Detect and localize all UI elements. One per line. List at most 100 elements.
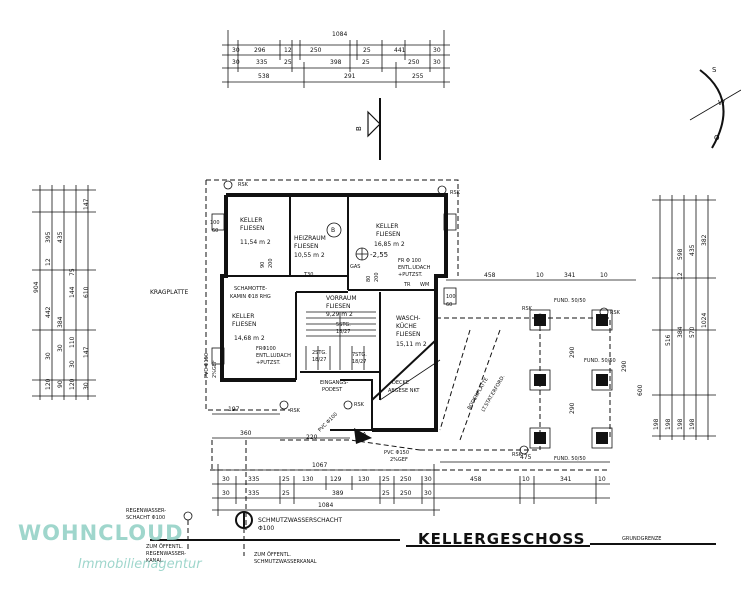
label-stg1: 5STG. (336, 322, 351, 328)
label-schacht: SCHACHT Φ100 (126, 515, 165, 521)
foundations (529, 309, 613, 449)
label-stg1b: 18/27 (336, 329, 350, 335)
section-label-a: A (362, 431, 367, 439)
label-putzst-b: +PUTZST. (398, 272, 423, 278)
dim-right-a-1: 598 (677, 248, 684, 260)
dim-left-a-2: 395 (45, 231, 52, 243)
label-fr100b: FR Φ 100 (398, 258, 421, 264)
dim-top-1-3: 12 (284, 47, 292, 54)
room-keller-3: KELLER FLIESEN 14,68 m 2 (232, 313, 265, 342)
building-walls (205, 179, 459, 432)
label-fr100a: FRΦ100 (256, 346, 276, 352)
dim-mid-left-3: 220 (306, 434, 318, 441)
label-decke: DECKE (392, 380, 409, 386)
drain-shafts (150, 511, 400, 556)
compass-w: W (718, 99, 725, 107)
room-heizraum-area: 10,55 m 2 (294, 252, 325, 259)
label-entl-a: ENTL.LUDACH (256, 353, 291, 359)
dim-bottom-1-3: 25 (282, 476, 290, 483)
dim-right-b-4: 198 (677, 418, 684, 430)
dim-right-a-2: 435 (689, 244, 696, 256)
dim-left-c-1: 30 (45, 352, 52, 360)
label-gas: GAS (350, 264, 360, 270)
dim-bottom-2-5: 25 (382, 490, 390, 497)
entrance-area (330, 339, 441, 431)
room-waschkueche-name2: KÜCHE (396, 323, 417, 330)
label-podest: PODEST (322, 387, 343, 393)
label-kamin: KAMIN Φ18 RHG (230, 294, 271, 300)
watermark-logo: WOHNCLOUD Immobilienagentur (18, 521, 203, 572)
dim-top-1-6: 441 (394, 47, 406, 54)
dim-top-1-2: 296 (254, 47, 266, 54)
dim-bottom-total: 1067 (312, 462, 327, 469)
top-dimension-chain: 1084 30 296 12 250 25 441 30 30 335 25 3… (222, 30, 450, 88)
label-fund3: FUND. 50/50 (554, 456, 586, 462)
label-rsk-6: RSK (354, 402, 365, 408)
dim-top-2-6: 250 (408, 59, 420, 66)
section-marker-a: A (354, 428, 372, 444)
dim-bottom-1-10: 458 (470, 476, 482, 483)
dim-bottom-2-1: 30 (222, 490, 230, 497)
dim-mid-left-1: 197 (228, 406, 240, 413)
dim-right-a-5: 12 (677, 272, 684, 280)
room-waschkueche-area: 15,11 m 2 (396, 341, 427, 348)
room-heizraum: HEIZRAUM FLIESEN 10,55 m 2 (294, 235, 326, 259)
dim-top-1-1: 30 (232, 47, 240, 54)
room-waschkueche-name: WASCH- (396, 315, 420, 322)
dim-bottom-2-3: 25 (282, 490, 290, 497)
dim-bottom-1-4: 130 (302, 476, 314, 483)
heating-marker: B -2,55 (326, 222, 388, 261)
dim-left-c-9: 30 (83, 382, 90, 390)
dim-mid-4: 10 (600, 272, 608, 279)
label-rsk-5: RSK (290, 408, 301, 414)
dim-left-a-3: 435 (57, 231, 64, 243)
label-schmutz2: Φ100 (258, 525, 274, 532)
room-waschkueche-floor: FLIESEN (396, 331, 420, 338)
compass-o: O (714, 134, 720, 142)
dim-left-c-5: 30 (69, 360, 76, 368)
dim-top-3-3: 255 (412, 73, 424, 80)
room-heizraum-name: HEIZRAUM (294, 235, 326, 242)
label-kragplatte: KRAGPLATTE (150, 289, 188, 296)
dim-top-1-7: 30 (433, 47, 441, 54)
right-dimension-chains: 598 435 382 516 12 384 570 1024 600 198 … (569, 195, 716, 440)
stair-hatch (305, 311, 376, 370)
label-rsk-3: RSK (522, 306, 533, 312)
label-abgesenkt: ABGESE NKT (388, 388, 420, 394)
dim-top-1-5: 25 (363, 47, 371, 54)
dim-left-b-1: 12 (45, 258, 52, 266)
dim-left-c-6: 147 (83, 346, 90, 358)
label-grundgrenze: GRUNDGRENZE (622, 536, 661, 542)
dim-right-b-7: 290 (569, 402, 576, 414)
dim-top-2-5: 25 (362, 59, 370, 66)
dim-small-2: 60 (212, 228, 218, 234)
room-keller-1-floor: FLIESEN (240, 225, 264, 232)
room-keller-1-name: KELLER (240, 217, 262, 224)
label-rsk-4: RSK (610, 310, 621, 316)
dim-bottom-1-1: 30 (222, 476, 230, 483)
label-pvc-bottom2: 2%GEF (390, 457, 408, 463)
label-kanal-r2: SCHMUTZWASSERKANAL (254, 559, 317, 565)
dim-bottom-1084: 1084 (318, 502, 333, 509)
dim-bottom-1-8: 250 (400, 476, 412, 483)
dim-left-a-4: 904 (33, 281, 40, 293)
dim-left-b-4: 144 (69, 286, 76, 298)
dim-mid-2: 10 (536, 272, 544, 279)
heating-label-b: B (331, 227, 335, 234)
label-putzst-a: +PUTZST. (256, 360, 281, 366)
bottom-dimension-chain: 1067 475 30 335 25 130 129 130 25 250 30… (212, 454, 610, 516)
label-fund1: FUND. 50/50 (554, 298, 586, 304)
dim-left-b-3: 384 (57, 316, 64, 328)
room-keller-2-floor: FLIESEN (376, 231, 400, 238)
label-pvc-left: PVC Φ150 (204, 353, 210, 378)
dim-top-2-3: 25 (284, 59, 292, 66)
dim-right-b-3: 198 (665, 418, 672, 430)
room-heizraum-floor: FLIESEN (294, 243, 318, 250)
label-entl-b: ENTL.UDACH (398, 265, 431, 271)
dim-left-b-2: 442 (45, 306, 52, 318)
dim-top-2-7: 30 (433, 59, 441, 66)
dim-top-3-1: 538 (258, 73, 270, 80)
label-regenwasser: REGENWASSER- (126, 508, 166, 514)
label-stg2b: 18/27 (312, 357, 326, 363)
section-marker-b: B (355, 98, 381, 160)
